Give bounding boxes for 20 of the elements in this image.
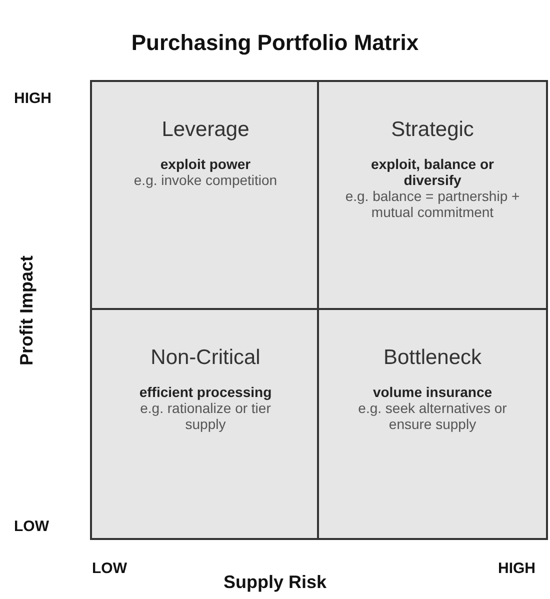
axis-title: Profit Impact (16, 256, 38, 366)
title: Purchasing Portfolio Matrix (130, 30, 420, 56)
example-text: e.g. invoke competition (134, 172, 278, 188)
strategy-text: exploit power (160, 156, 251, 172)
quadrant-cell (317, 308, 548, 540)
strategy-text: efficient processing (139, 384, 272, 400)
quadrant-heading: Bottleneck (383, 346, 482, 370)
example-text: e.g. balance = partnership + mutual commitment (344, 188, 521, 220)
axis-tick-label: HIGH (14, 90, 52, 107)
strategy-text: volume insurance (372, 384, 492, 400)
quadrant-heading: Leverage (162, 118, 250, 142)
axis-tick-label: HIGH (498, 560, 536, 577)
example-text: e.g. rationalize or tier supply (139, 400, 272, 432)
strategy-text: exploit, balance or diversify (370, 156, 495, 188)
axis-title: Supply Risk (224, 572, 327, 593)
example-text: e.g. seek alternatives or ensure supply (357, 400, 508, 432)
axis-tick-label: LOW (92, 560, 127, 577)
quadrant-heading: Strategic (391, 118, 474, 142)
axis-tick-label: LOW (14, 518, 49, 535)
quadrant-heading: Non-Critical (150, 346, 260, 370)
